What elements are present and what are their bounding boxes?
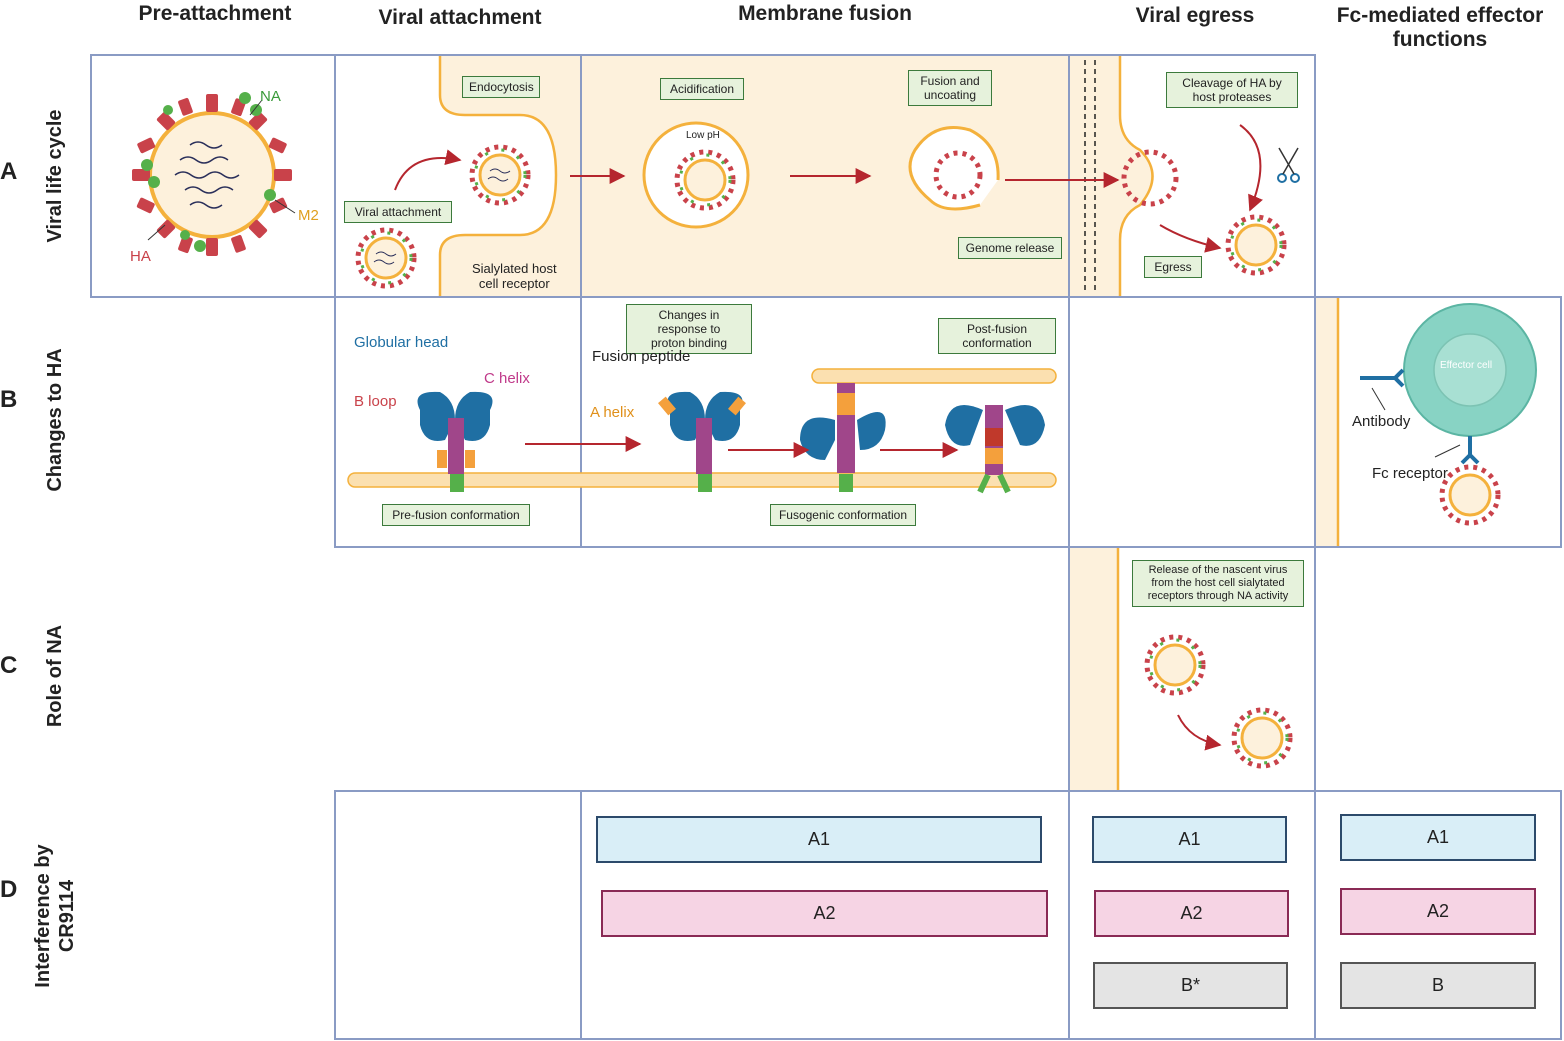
ha-proton-bound xyxy=(658,391,746,492)
endosome-low-ph xyxy=(642,121,750,229)
label-c-helix: C helix xyxy=(484,370,530,387)
tag-genome-release: Genome release xyxy=(958,237,1062,259)
tag-release-line1: Release of the nascent virus xyxy=(1148,564,1288,576)
virion-attachment xyxy=(355,227,417,289)
virion-large xyxy=(132,92,296,256)
label-fc-receptor: Fc receptor xyxy=(1372,465,1448,482)
tag-changes-proton: Changes in response to proton binding xyxy=(626,304,752,354)
tag-acidification: Acidification xyxy=(660,78,744,100)
col-title-fc-line1: Fc-mediated effector xyxy=(1336,4,1544,27)
endosome-fusion xyxy=(908,126,1000,211)
label-sialylated-line2: cell receptor xyxy=(478,276,550,291)
fc-cell-membrane-strip xyxy=(1316,298,1338,546)
tag-post-fusion-line1: Post-fusion xyxy=(966,322,1028,336)
tag-cleavage: Cleavage of HA by host proteases xyxy=(1166,72,1298,108)
tag-cleavage-line1: Cleavage of HA by xyxy=(1182,76,1282,90)
ha-postfusion xyxy=(945,405,1045,494)
label-globular-head: Globular head xyxy=(354,334,449,351)
effector-cell xyxy=(1360,303,1537,526)
col-title-membrane-fusion: Membrane fusion xyxy=(738,2,912,25)
panel-b-fc xyxy=(1314,296,1562,548)
tag-changes-line1: Changes in response to xyxy=(657,308,721,336)
tag-changes-line2: proton binding xyxy=(650,336,728,350)
tag-egress: Egress xyxy=(1144,256,1202,278)
label-effector-cell: Effector cell xyxy=(1440,360,1493,371)
bar-egress-a2: A2 xyxy=(1094,890,1289,937)
tag-fusion-uncoating-line2: uncoating xyxy=(923,88,977,102)
label-fusion-peptide: Fusion peptide xyxy=(592,348,691,365)
arrow-cleavage xyxy=(1239,124,1263,212)
col-title-viral-attachment: Viral attachment xyxy=(378,6,542,29)
arrow-na-release xyxy=(1177,714,1222,751)
label-low-ph: Low pH xyxy=(686,130,720,141)
label-m2: M2 xyxy=(298,207,319,224)
col-title-pre-attachment: Pre-attachment xyxy=(138,2,292,25)
label-na: NA xyxy=(260,88,281,105)
label-sialylated-line1: Sialylated host xyxy=(472,261,557,276)
tag-post-fusion-line2: conformation xyxy=(962,336,1032,350)
label-sialylated-receptor: Sialylated host cell receptor xyxy=(472,261,557,291)
label-antibody: Antibody xyxy=(1352,413,1411,430)
tag-release-nascent: Release of the nascent virus from the ho… xyxy=(1132,560,1304,607)
row-letter-d: D xyxy=(0,876,18,903)
row-letter-a: A xyxy=(0,158,18,185)
bar-egress-a1: A1 xyxy=(1092,816,1287,863)
label-a-helix: A helix xyxy=(590,404,635,421)
bar-fusion-a1: A1 xyxy=(596,816,1042,863)
bar-fc-a1: A1 xyxy=(1340,814,1536,861)
na-cell-membrane-strip xyxy=(1070,548,1118,790)
tag-fusogenic: Fusogenic conformation xyxy=(770,504,916,526)
col-title-viral-egress: Viral egress xyxy=(1135,4,1255,27)
tag-release-line3: receptors through NA activity xyxy=(1147,590,1289,602)
host-membrane-b xyxy=(811,368,1057,384)
virion-budding xyxy=(1121,149,1179,207)
tag-viral-attachment: Viral attachment xyxy=(344,201,452,223)
panel-d-fc xyxy=(1314,790,1562,1040)
tag-fusion-uncoating-line1: Fusion and xyxy=(920,74,980,88)
virion-endocytosed xyxy=(469,144,531,206)
bar-fc-a2: A2 xyxy=(1340,888,1536,935)
col-title-fc-line2: functions xyxy=(1392,28,1488,51)
tag-post-fusion: Post-fusion conformation xyxy=(938,318,1056,354)
tag-release-line2: from the host cell sialytated xyxy=(1151,577,1285,589)
tag-fusion-uncoating: Fusion and uncoating xyxy=(908,70,992,106)
bar-fusion-a2: A2 xyxy=(601,890,1048,937)
arrow-attachment xyxy=(394,149,462,191)
ha-prefusion xyxy=(417,391,493,492)
virion-egressed xyxy=(1225,214,1287,276)
arrow-egress xyxy=(1159,224,1222,253)
virion-na-release xyxy=(1144,634,1293,769)
row-letter-b: B xyxy=(0,386,18,413)
scissors-icon xyxy=(1277,147,1300,183)
row-letter-c: C xyxy=(0,652,18,679)
bar-egress-b: B* xyxy=(1093,962,1288,1009)
tag-cleavage-line2: host proteases xyxy=(1192,90,1272,104)
bar-fc-b: B xyxy=(1340,962,1536,1009)
tag-pre-fusion: Pre-fusion conformation xyxy=(382,504,530,526)
label-ha: HA xyxy=(130,248,151,265)
tag-endocytosis: Endocytosis xyxy=(462,76,540,98)
col-title-fc-mediated: Fc-mediated effector functions xyxy=(1318,4,1562,52)
label-b-loop: B loop xyxy=(354,393,397,410)
